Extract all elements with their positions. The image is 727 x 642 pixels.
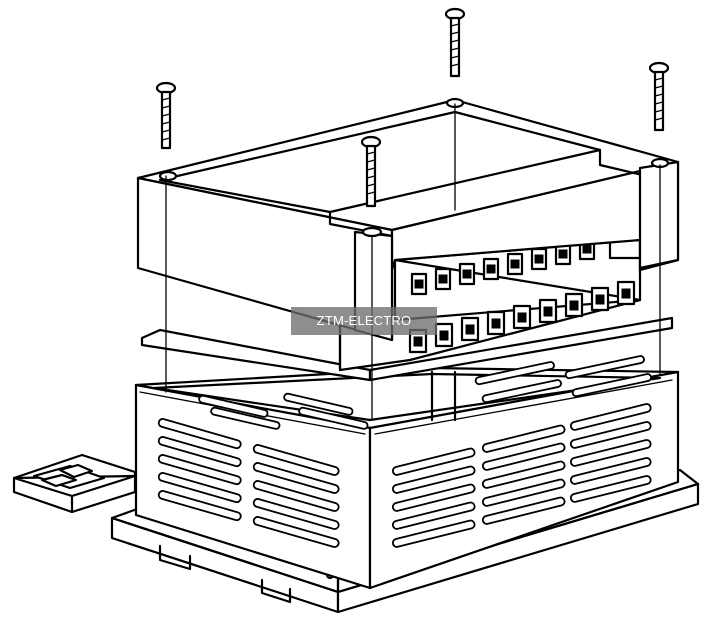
screw — [360, 135, 382, 208]
screw — [444, 7, 466, 78]
top-cover — [136, 97, 680, 342]
front-vent-slots — [157, 418, 340, 548]
screw — [155, 81, 177, 150]
side-vent-slots — [391, 403, 652, 548]
din-clip — [12, 453, 137, 514]
screw — [648, 61, 670, 132]
watermark: ZTM-ELECTRO — [291, 307, 437, 335]
terminal-row-lower — [408, 280, 636, 354]
